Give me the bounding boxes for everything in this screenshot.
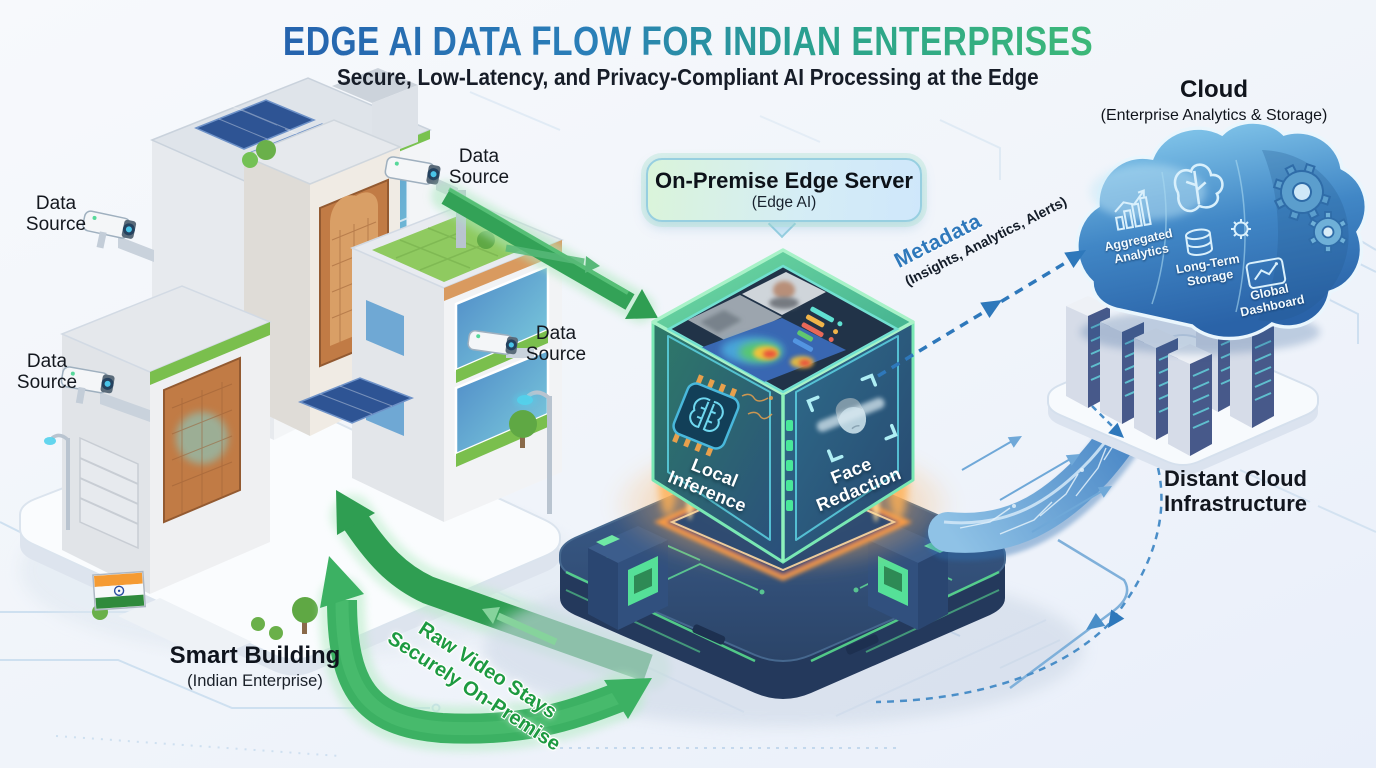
smart-building-label: Smart Building (Indian Enterprise) — [169, 642, 341, 690]
edge-server-callout-subtitle: (Edge AI) — [751, 193, 817, 211]
cctv-camera-icon — [60, 366, 150, 422]
gear-icon — [1231, 219, 1251, 239]
face-scan-icon — [806, 373, 898, 463]
circuit-doodles — [741, 393, 773, 420]
metadata-arrow — [877, 250, 1086, 378]
bar-chart-icon — [1114, 189, 1152, 231]
edge-server-cube — [651, 248, 915, 564]
jali-panel-icon — [163, 356, 241, 524]
data-source-label: Data Source — [25, 193, 87, 236]
building-block-front — [60, 285, 272, 660]
distant-cloud-label: Distant Cloud Infrastructure — [1164, 466, 1308, 517]
street-lamp-icon — [44, 433, 70, 530]
data-source-label: Data Source — [448, 146, 510, 189]
platform-pod — [588, 526, 668, 630]
dashed-route — [875, 405, 1163, 704]
status-leds — [786, 420, 793, 511]
dashboard-icon — [1245, 257, 1287, 289]
raw-video-return-arrow — [330, 490, 670, 690]
stats-bars-icon — [792, 306, 843, 352]
street-lamp-icon — [513, 390, 552, 514]
page-subtitle: Secure, Low-Latency, and Privacy-Complia… — [337, 64, 1039, 90]
data-source-label: Data Source — [16, 351, 78, 394]
data-source-label: Data Source — [525, 323, 587, 366]
circuit-trace-arrows — [961, 436, 1112, 533]
edge-server-callout: On-Premise Edge Server (Edge AI) — [646, 158, 922, 222]
solar-panel-icon — [297, 377, 415, 424]
camera-feed-arrow — [431, 181, 658, 323]
brain-icon — [1173, 163, 1224, 213]
database-icon — [1184, 228, 1213, 256]
raw-video-arrow — [319, 556, 652, 752]
gear-icon — [1272, 162, 1349, 253]
cloud-shape — [1075, 120, 1368, 341]
cloud-heading: Cloud (Enterprise Analytics & Storage) — [1076, 76, 1352, 125]
ai-chip-icon — [672, 374, 740, 457]
trees — [92, 410, 537, 640]
cctv-camera-icon — [82, 210, 154, 262]
india-flag-icon — [92, 570, 147, 611]
edge-server-callout-title: On-Premise Edge Server — [654, 167, 913, 193]
edge-server-illustration — [483, 248, 1083, 726]
cctv-camera-icon — [467, 330, 534, 358]
garage-door — [79, 436, 139, 550]
cloud-title: Cloud — [1180, 76, 1248, 103]
page-title: EDGE AI DATA FLOW FOR INDIAN ENTERPRISES — [282, 18, 1094, 64]
cloud-subtitle: (Enterprise Analytics & Storage) — [1100, 107, 1328, 124]
